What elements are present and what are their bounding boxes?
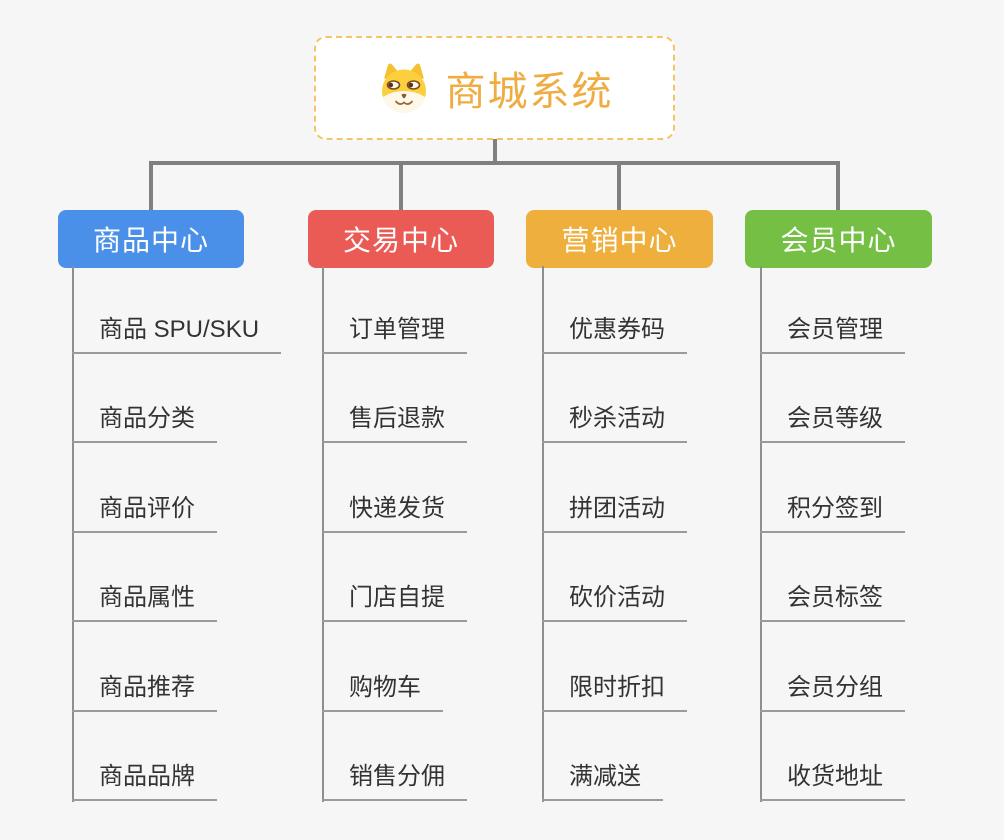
leaf-item[interactable]: 商品评价	[72, 494, 217, 533]
leaf-item[interactable]: 商品分类	[72, 404, 217, 443]
leaf-item[interactable]: 收货地址	[760, 762, 905, 801]
leaf-item[interactable]: 秒杀活动	[542, 404, 687, 443]
branch-marketing-center[interactable]: 营销中心	[526, 210, 713, 268]
leaf-item[interactable]: 会员标签	[760, 583, 905, 622]
leaf-item[interactable]: 商品推荐	[72, 673, 217, 712]
connector-drop	[399, 163, 403, 210]
connector-root-stub	[493, 139, 497, 163]
connector-trunk	[72, 266, 74, 802]
leaf-item[interactable]: 商品品牌	[72, 762, 217, 801]
connector-trunk	[760, 266, 762, 802]
leaf-item[interactable]: 会员分组	[760, 673, 905, 712]
doge-dog-icon	[376, 62, 432, 114]
root-title: 商城系统	[445, 70, 614, 114]
connector-drop	[836, 163, 840, 210]
branch-product-center[interactable]: 商品中心	[58, 210, 244, 268]
leaf-item[interactable]: 拼团活动	[542, 494, 687, 533]
leaf-item[interactable]: 商品 SPU/SKU	[72, 315, 282, 354]
leaf-item[interactable]: 砍价活动	[542, 583, 687, 622]
branch-trade-center[interactable]: 交易中心	[308, 210, 494, 268]
leaf-item[interactable]: 订单管理	[322, 315, 467, 354]
leaf-item[interactable]: 快递发货	[322, 494, 467, 533]
leaf-item[interactable]: 售后退款	[322, 404, 467, 443]
connector-trunk	[542, 266, 544, 802]
root-node[interactable]: 商城系统	[314, 36, 675, 140]
leaf-item[interactable]: 限时折扣	[542, 673, 687, 712]
leaf-item[interactable]: 门店自提	[322, 583, 467, 622]
leaf-item[interactable]: 会员管理	[760, 315, 905, 354]
leaf-item[interactable]: 优惠券码	[542, 315, 687, 354]
connector-trunk	[322, 266, 324, 802]
leaf-item[interactable]: 销售分佣	[322, 762, 467, 801]
leaf-item[interactable]: 购物车	[322, 673, 443, 712]
connector-drop	[149, 163, 153, 210]
leaf-item[interactable]: 满减送	[542, 762, 663, 801]
leaf-item[interactable]: 商品属性	[72, 583, 217, 622]
connector-drop	[617, 163, 621, 210]
branch-member-center[interactable]: 会员中心	[745, 210, 932, 268]
leaf-item[interactable]: 积分签到	[760, 494, 905, 533]
leaf-item[interactable]: 会员等级	[760, 404, 905, 443]
connector-bus	[149, 161, 840, 165]
